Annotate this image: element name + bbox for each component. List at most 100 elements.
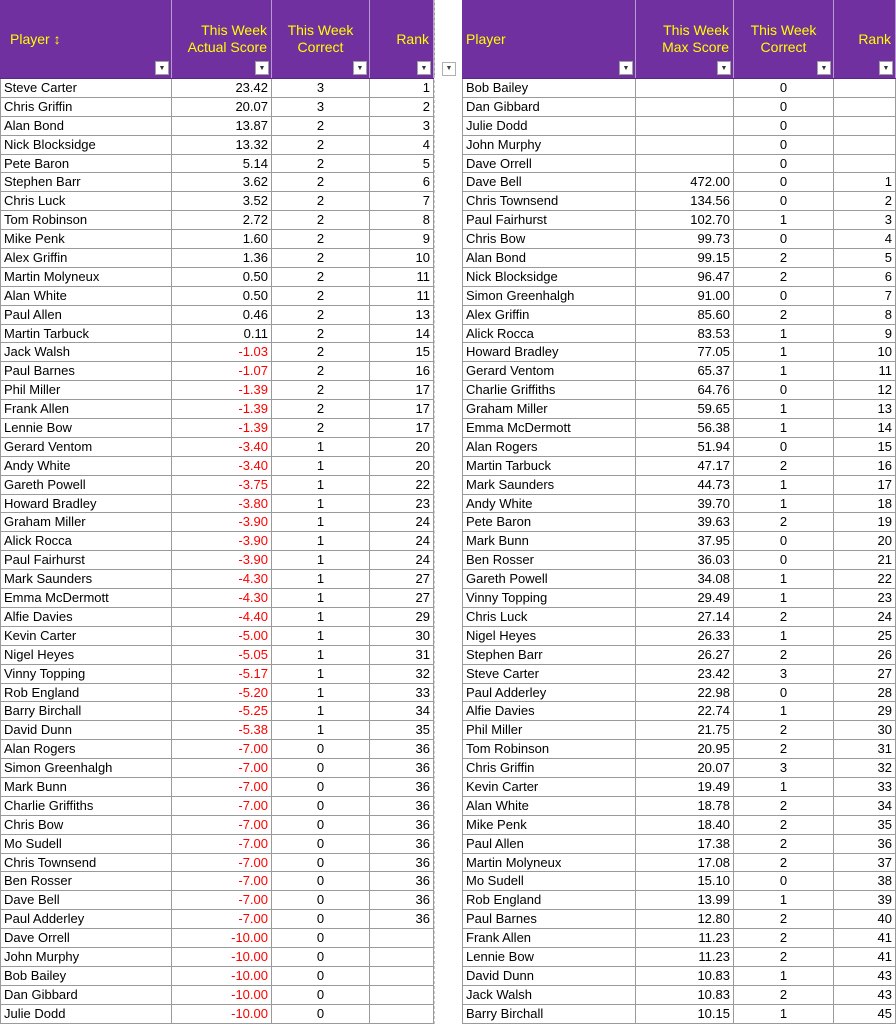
player-cell[interactable]: Nigel Heyes <box>0 645 172 664</box>
player-cell[interactable]: Lennie Bow <box>0 419 172 437</box>
rank-cell[interactable] <box>834 116 896 135</box>
rank-cell[interactable]: 38 <box>834 872 896 891</box>
correct-cell[interactable]: 0 <box>734 230 834 249</box>
rank-cell[interactable]: 33 <box>370 683 434 702</box>
correct-cell[interactable]: 0 <box>272 853 370 872</box>
score-cell[interactable]: 23.42 <box>172 79 272 97</box>
rank-cell[interactable]: 26 <box>834 645 896 664</box>
player-cell[interactable]: Bob Bailey <box>0 966 172 985</box>
player-cell[interactable]: Dan Gibbard <box>0 985 172 1004</box>
correct-cell[interactable]: 2 <box>734 815 834 834</box>
score-cell[interactable]: 0.11 <box>172 324 272 343</box>
score-cell[interactable]: -7.00 <box>172 777 272 796</box>
rank-cell[interactable]: 27 <box>370 589 434 607</box>
player-cell[interactable]: Graham Miller <box>462 400 636 419</box>
player-cell[interactable]: Dan Gibbard <box>462 97 636 116</box>
correct-cell[interactable]: 2 <box>734 834 834 853</box>
rank-cell[interactable]: 34 <box>370 702 434 721</box>
player-cell[interactable]: Stephen Barr <box>0 173 172 192</box>
rank-cell[interactable]: 8 <box>834 305 896 324</box>
correct-cell[interactable]: 0 <box>272 891 370 910</box>
rank-cell[interactable]: 31 <box>370 645 434 664</box>
correct-cell[interactable]: 0 <box>734 135 834 154</box>
correct-cell[interactable]: 2 <box>734 721 834 740</box>
player-cell[interactable]: Julie Dodd <box>462 116 636 135</box>
correct-cell[interactable]: 0 <box>734 437 834 456</box>
correct-cell[interactable]: 0 <box>272 872 370 891</box>
player-cell[interactable]: Alan White <box>462 796 636 815</box>
rank-cell[interactable]: 19 <box>834 513 896 532</box>
player-cell[interactable]: Paul Fairhurst <box>462 211 636 230</box>
player-cell[interactable]: Simon Greenhalgh <box>0 759 172 777</box>
score-cell[interactable]: 44.73 <box>636 475 734 494</box>
correct-cell[interactable]: 1 <box>272 570 370 589</box>
player-cell[interactable]: Phil Miller <box>0 381 172 400</box>
score-cell[interactable]: 11.23 <box>636 929 734 947</box>
filter-dropdown-icon[interactable]: ▼ <box>717 61 731 75</box>
player-cell[interactable]: Mo Sudell <box>462 872 636 891</box>
score-cell[interactable]: 134.56 <box>636 192 734 211</box>
correct-cell[interactable]: 2 <box>272 116 370 135</box>
rank-cell[interactable]: 3 <box>834 211 896 230</box>
left-header-player[interactable]: Player ↕▼ <box>0 0 172 78</box>
rank-cell[interactable]: 16 <box>370 362 434 381</box>
rank-cell[interactable]: 34 <box>834 796 896 815</box>
player-cell[interactable]: Lennie Bow <box>462 947 636 966</box>
rank-cell[interactable]: 33 <box>834 777 896 796</box>
rank-cell[interactable]: 8 <box>370 211 434 230</box>
correct-cell[interactable]: 0 <box>272 910 370 929</box>
score-cell[interactable]: 21.75 <box>636 721 734 740</box>
player-cell[interactable]: Simon Greenhalgh <box>462 286 636 305</box>
score-cell[interactable]: -7.00 <box>172 834 272 853</box>
correct-cell[interactable]: 0 <box>272 815 370 834</box>
correct-cell[interactable]: 1 <box>734 1004 834 1023</box>
score-cell[interactable]: -7.00 <box>172 891 272 910</box>
filter-dropdown-icon[interactable]: ▼ <box>817 61 831 75</box>
rank-cell[interactable]: 37 <box>834 853 896 872</box>
correct-cell[interactable]: 0 <box>734 116 834 135</box>
correct-cell[interactable]: 1 <box>734 891 834 910</box>
score-cell[interactable]: 17.38 <box>636 834 734 853</box>
rank-cell[interactable]: 29 <box>370 607 434 626</box>
score-cell[interactable]: -10.00 <box>172 947 272 966</box>
score-cell[interactable] <box>636 154 734 173</box>
player-cell[interactable]: Dave Bell <box>462 173 636 192</box>
rank-cell[interactable]: 30 <box>370 626 434 645</box>
score-cell[interactable]: -3.80 <box>172 494 272 513</box>
rank-cell[interactable]: 9 <box>834 324 896 343</box>
correct-cell[interactable]: 1 <box>734 589 834 607</box>
player-cell[interactable]: Paul Fairhurst <box>0 551 172 570</box>
score-cell[interactable]: 12.80 <box>636 910 734 929</box>
correct-cell[interactable]: 0 <box>734 683 834 702</box>
score-cell[interactable]: -1.39 <box>172 400 272 419</box>
rank-cell[interactable]: 16 <box>834 456 896 475</box>
score-cell[interactable]: 37.95 <box>636 532 734 551</box>
player-cell[interactable]: Paul Adderley <box>462 683 636 702</box>
score-cell[interactable]: -5.25 <box>172 702 272 721</box>
player-cell[interactable]: Andy White <box>0 456 172 475</box>
player-cell[interactable]: Phil Miller <box>462 721 636 740</box>
player-cell[interactable]: Mark Saunders <box>0 570 172 589</box>
score-cell[interactable]: -3.90 <box>172 513 272 532</box>
correct-cell[interactable]: 1 <box>734 570 834 589</box>
player-cell[interactable]: Barry Birchall <box>0 702 172 721</box>
correct-cell[interactable]: 2 <box>734 947 834 966</box>
